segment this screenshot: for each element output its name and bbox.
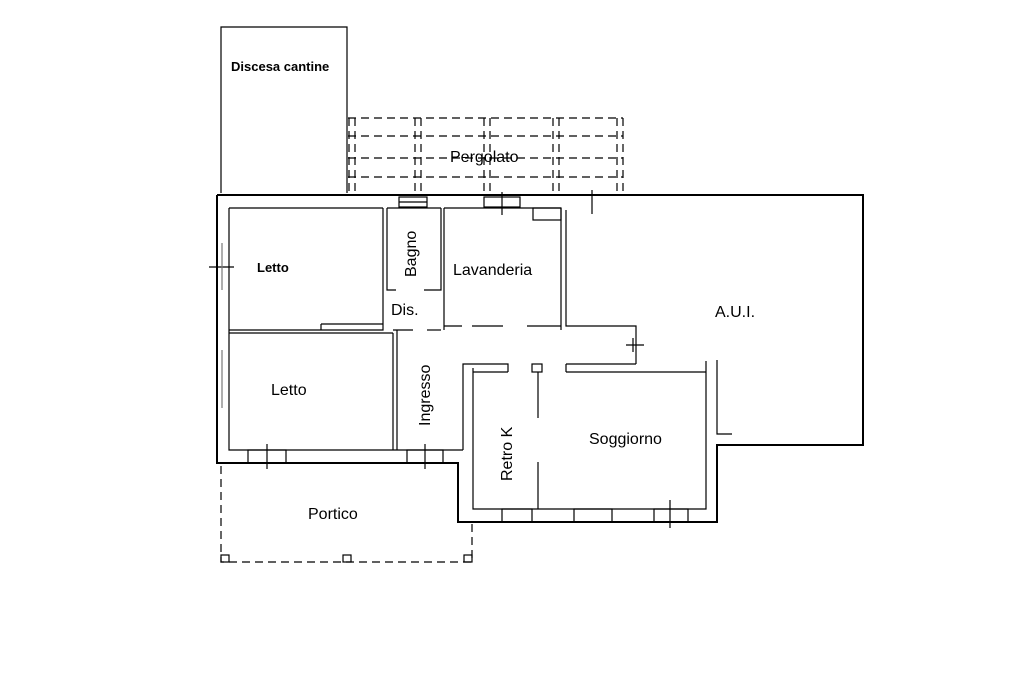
pergolato-area (348, 117, 624, 195)
interior-walls (229, 207, 706, 509)
label-retro-k: Retro K (499, 426, 516, 481)
label-letto-1: Letto (257, 260, 289, 275)
label-aui: A.U.I. (715, 304, 755, 321)
label-discesa-cantine: Discesa cantine (231, 59, 329, 74)
label-pergolato: Pergolato (450, 149, 519, 166)
label-letto-2: Letto (271, 382, 307, 399)
label-portico: Portico (308, 506, 358, 523)
label-bagno: Bagno (403, 231, 420, 277)
windows (209, 190, 689, 528)
exterior-walls (216, 194, 864, 523)
label-lavanderia: Lavanderia (453, 262, 532, 279)
label-soggiorno: Soggiorno (589, 431, 662, 448)
label-dis: Dis. (391, 302, 419, 319)
label-ingresso: Ingresso (417, 365, 434, 426)
discesa-cantine-area (220, 26, 348, 193)
portico-area (220, 466, 473, 563)
